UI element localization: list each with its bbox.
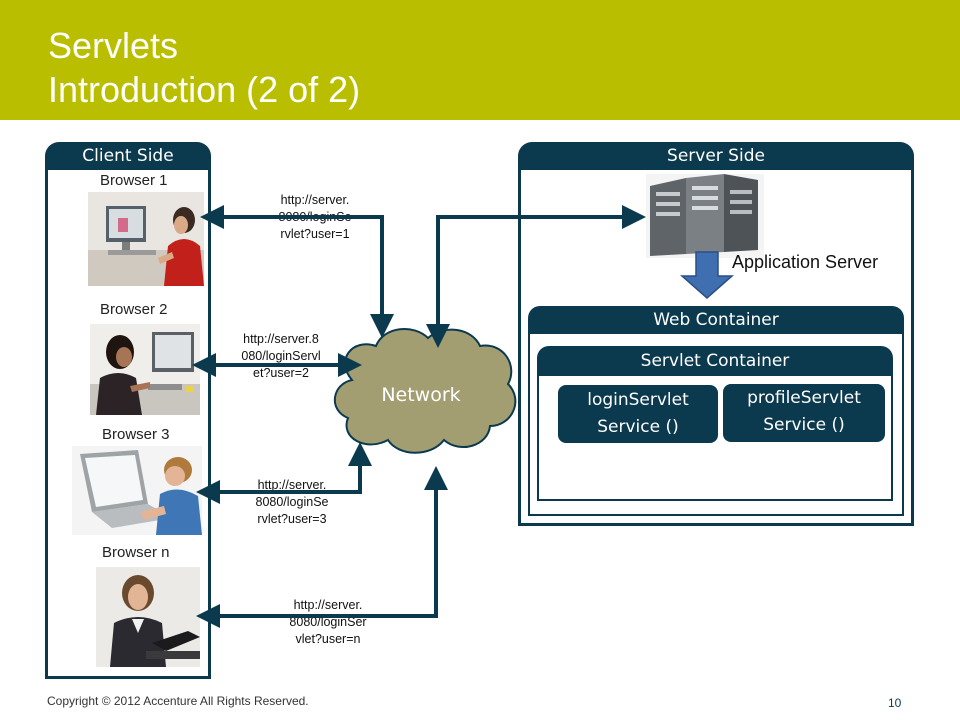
browser-2-label: Browser 2 xyxy=(100,301,168,318)
login-servlet-service: loginServlet Service () xyxy=(558,385,718,443)
application-server-label: Application Server xyxy=(732,252,879,272)
connector-browser-1 xyxy=(200,205,394,338)
server-rack-icon xyxy=(646,174,764,258)
client-side-header: Client Side xyxy=(45,142,211,170)
connector-browser-n xyxy=(196,466,448,628)
down-arrow xyxy=(680,251,734,299)
connector-network-server xyxy=(426,205,646,348)
page-number: 10 xyxy=(888,696,902,710)
browser-1-label: Browser 1 xyxy=(100,172,168,189)
slide-title: Servlets xyxy=(48,25,179,66)
connector-browser-3 xyxy=(196,442,372,504)
server-side-header: Server Side xyxy=(518,142,914,170)
profile-servlet-service: profileServlet Service () xyxy=(723,384,885,442)
servlet-container-header: Servlet Container xyxy=(537,346,893,376)
browser-n-photo xyxy=(96,567,200,667)
network-cloud xyxy=(333,327,517,454)
browser-n-label: Browser n xyxy=(102,544,170,561)
browser-2-photo xyxy=(90,324,200,415)
browser-3-label: Browser 3 xyxy=(102,426,170,443)
slide-subtitle: Introduction (2 of 2) xyxy=(48,69,361,110)
title-banner xyxy=(0,0,960,120)
browser-3-photo xyxy=(72,446,202,535)
browser-1-photo xyxy=(88,192,204,286)
network-label: Network xyxy=(381,384,461,406)
copyright-text: Copyright © 2012 Accenture All Rights Re… xyxy=(47,694,309,708)
